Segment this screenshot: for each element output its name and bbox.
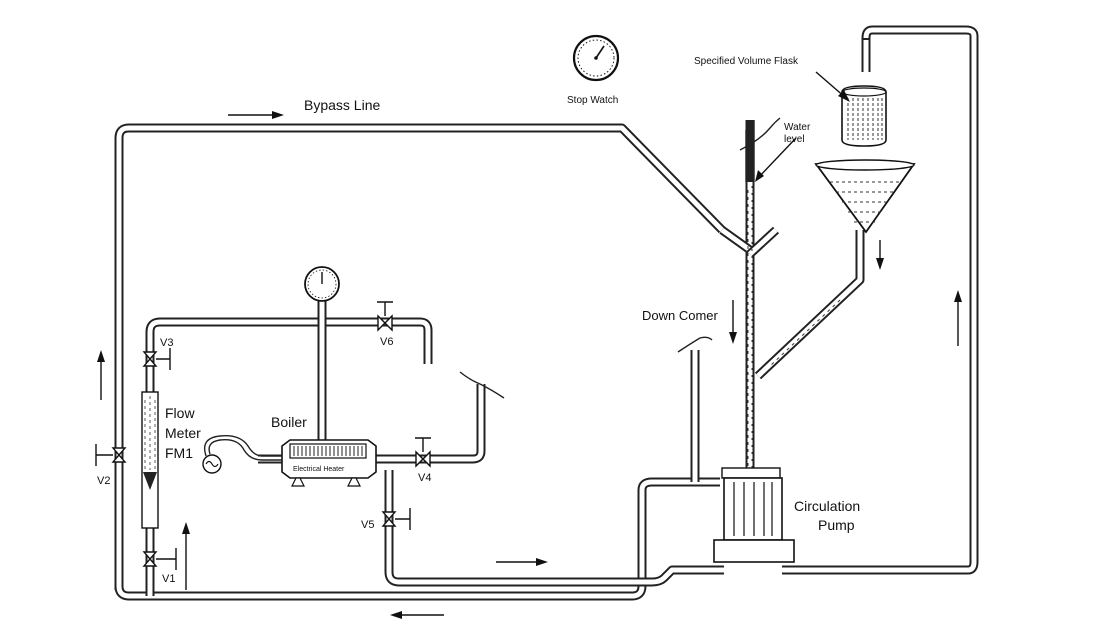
v5-drain-pipe: [384, 470, 724, 587]
water-level-label-1: Water: [784, 122, 811, 133]
valve-v5: [381, 508, 411, 530]
valve-v6: [377, 301, 393, 332]
flow-meter-label-3: FM1: [165, 445, 193, 461]
broken-end-top: [739, 117, 781, 151]
flow-meter-label-2: Meter: [165, 425, 201, 441]
valve-v1: [142, 548, 177, 570]
column-water: [747, 186, 841, 468]
boiler: [281, 439, 377, 487]
pointer-water-level-arrow: [755, 137, 797, 182]
valve-v6-label: V6: [380, 336, 393, 348]
valve-v2-label: V2: [97, 475, 110, 487]
valve-v1-label: V1: [162, 573, 175, 585]
valve-v3-label: V3: [160, 337, 173, 349]
down-comer-label: Down Comer: [642, 308, 719, 323]
specified-volume-flask-label: Specified Volume Flask: [694, 56, 799, 67]
flow-meter-label-1: Flow: [165, 405, 195, 421]
flow-meter: [141, 391, 159, 529]
circulation-pump-label-2: Pump: [818, 517, 855, 533]
electrical-heater: [289, 443, 367, 459]
broken-end-v4: [459, 371, 505, 399]
bypass-line-label: Bypass Line: [304, 97, 380, 113]
bypass-line-pipe: [114, 123, 726, 590]
pressure-gauge: [304, 266, 340, 302]
specified-volume-flask: [841, 85, 887, 147]
valve-v4: [415, 437, 431, 468]
stop-watch-label: Stop Watch: [567, 95, 618, 106]
circulation-pump-label-1: Circulation: [794, 498, 860, 514]
stop-watch-icon: [572, 34, 620, 82]
boiler-label: Boiler: [271, 414, 307, 430]
valve-v3: [142, 348, 171, 370]
circulation-pump: [713, 467, 795, 563]
pipe-network: [114, 25, 979, 601]
water-level-label-2: level: [784, 134, 805, 145]
valve-v4-label: V4: [418, 472, 431, 484]
v4-outlet-pipe: [376, 384, 486, 464]
pointer-flask-arrow: [815, 71, 850, 102]
valve-v5-label: V5: [361, 519, 374, 531]
flow-arrows: [97, 111, 962, 619]
power-source: [202, 435, 282, 474]
funnel: [814, 159, 916, 234]
broken-end-downcomer: [677, 336, 713, 353]
valve-v2: [95, 444, 127, 466]
funnel-outlet-pipe: [754, 230, 865, 380]
electrical-heater-label: Electrical Heater: [293, 466, 345, 473]
